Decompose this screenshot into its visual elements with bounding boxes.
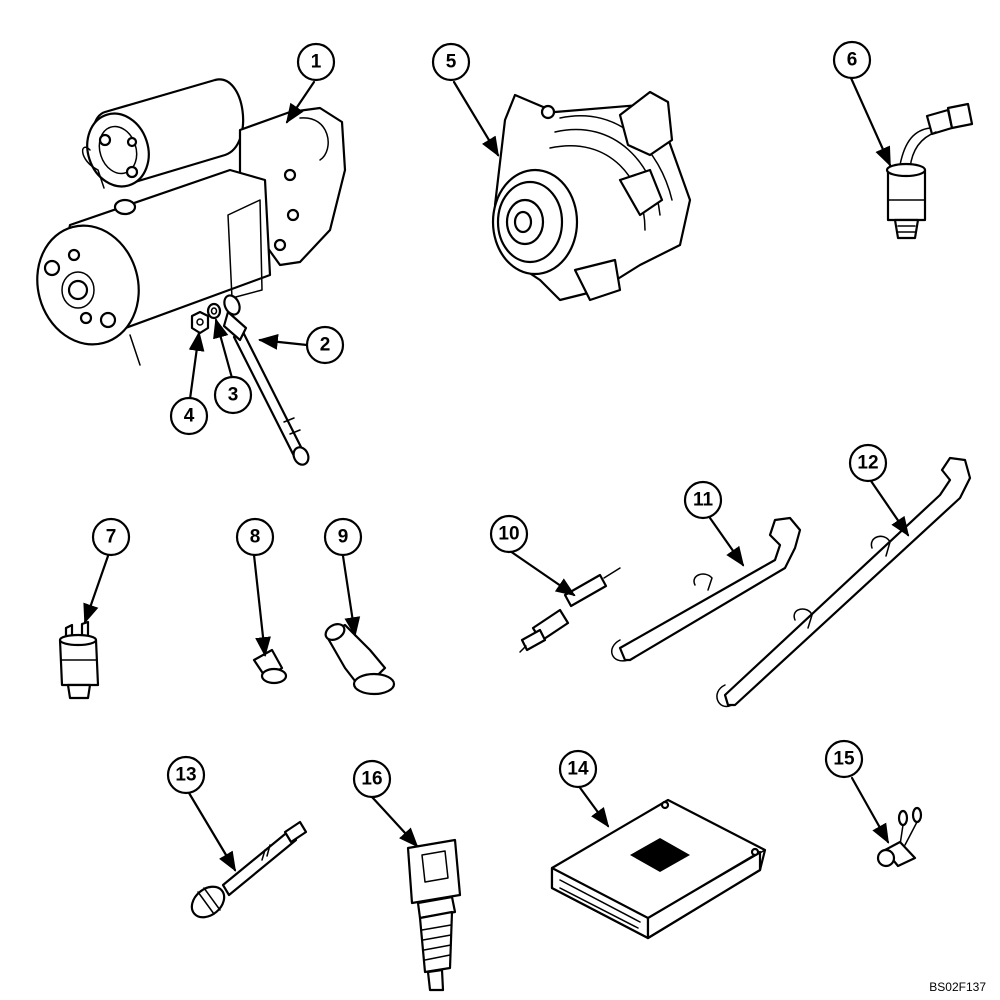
callout-3-label: 3 bbox=[228, 385, 239, 406]
pressure-sender bbox=[58, 620, 100, 700]
battery-cable bbox=[222, 294, 310, 466]
glow-plug bbox=[519, 567, 621, 653]
callout-6-label: 6 bbox=[847, 50, 858, 71]
callout-6: 6 bbox=[832, 40, 872, 80]
callout-12: 12 bbox=[848, 443, 888, 483]
sensor-plug bbox=[252, 648, 288, 685]
temperature-sensor bbox=[190, 820, 308, 919]
callout-8: 8 bbox=[235, 517, 275, 557]
callout-2: 2 bbox=[305, 325, 345, 365]
callout-7: 7 bbox=[91, 517, 131, 557]
lock-washer bbox=[206, 302, 222, 320]
glow-plug-bus-bar-short bbox=[610, 516, 802, 662]
callout-11-label: 11 bbox=[693, 490, 714, 511]
callout-3: 3 bbox=[213, 375, 253, 415]
elbow-sensor bbox=[324, 623, 396, 696]
starter-motor bbox=[36, 78, 347, 366]
hex-nut bbox=[190, 310, 210, 335]
glow-plug-bus-bar-long bbox=[716, 456, 972, 708]
callout-1-label: 1 bbox=[311, 52, 322, 73]
callout-12-label: 12 bbox=[857, 453, 878, 474]
callout-5-label: 5 bbox=[446, 52, 457, 73]
callout-13: 13 bbox=[166, 755, 206, 795]
callout-5: 5 bbox=[431, 42, 471, 82]
callout-8-label: 8 bbox=[250, 527, 261, 548]
callout-15-label: 15 bbox=[833, 749, 855, 770]
figure-reference-code: BS02F137 bbox=[929, 980, 986, 994]
coolant-sender bbox=[406, 838, 462, 992]
callout-11: 11 bbox=[683, 480, 723, 520]
callout-16-label: 16 bbox=[361, 769, 382, 790]
alternator bbox=[491, 90, 692, 302]
callout-16: 16 bbox=[352, 759, 392, 799]
callout-14-label: 14 bbox=[567, 759, 589, 780]
engine-control-unit bbox=[550, 798, 767, 940]
callout-14: 14 bbox=[558, 749, 598, 789]
callout-4-label: 4 bbox=[184, 406, 195, 427]
callout-9-label: 9 bbox=[338, 527, 349, 548]
callout-10-label: 10 bbox=[498, 524, 519, 545]
speed-sensor bbox=[876, 806, 923, 868]
callout-13-label: 13 bbox=[175, 765, 196, 786]
pressure-switch-with-connector bbox=[885, 102, 974, 240]
leader-lines bbox=[83, 76, 910, 872]
callout-2-label: 2 bbox=[320, 335, 331, 356]
callout-1: 1 bbox=[296, 42, 336, 82]
callout-4: 4 bbox=[169, 396, 209, 436]
callout-10: 10 bbox=[489, 514, 529, 554]
callout-9: 9 bbox=[323, 517, 363, 557]
callout-7-label: 7 bbox=[106, 527, 117, 548]
callout-15: 15 bbox=[824, 739, 864, 779]
